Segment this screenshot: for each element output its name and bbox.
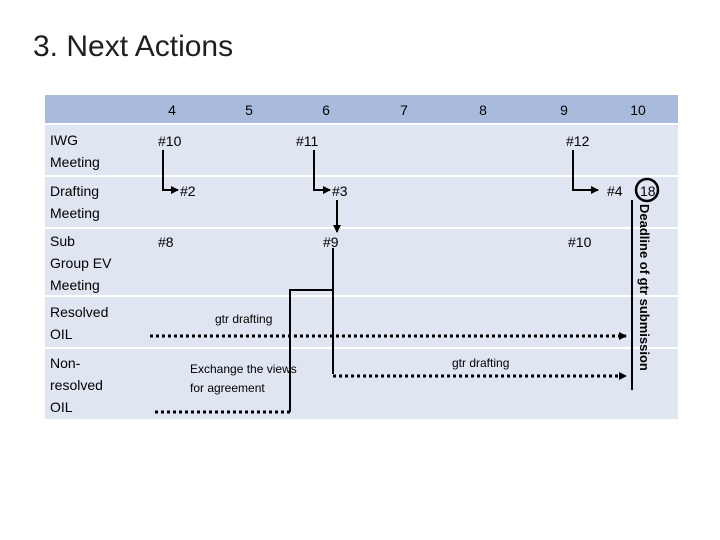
- column-header-5: 5: [245, 102, 253, 118]
- marker-iwg-10: #10: [158, 133, 182, 149]
- column-header-4: 4: [168, 102, 176, 118]
- page-title: 3. Next Actions: [33, 30, 234, 63]
- marker-draft-3: #3: [332, 183, 348, 199]
- table-row-subgroup: [45, 229, 678, 295]
- row-label-iwg: IWG Meeting: [50, 132, 100, 170]
- activity-exchange-views: Exchange the views for agreement: [190, 362, 297, 395]
- connector-10-to-2: [162, 150, 179, 194]
- marker-draft-2: #2: [180, 183, 196, 199]
- row-label-nonresolved: Non- resolved OIL: [50, 355, 103, 415]
- exchange-views-connector: [289, 289, 333, 412]
- marker-sub-9: #9: [323, 234, 339, 250]
- marker-sub-10: #10: [568, 234, 592, 250]
- activity-gtr-drafting-nonresolved: gtr drafting: [452, 356, 510, 370]
- activity-gtr-drafting-resolved: gtr drafting: [215, 312, 273, 326]
- deadline-day: 18: [640, 183, 656, 199]
- table-row-resolved: [45, 297, 678, 347]
- marker-iwg-12: #12: [566, 133, 590, 149]
- connector-11-to-3: [313, 150, 331, 194]
- table-row-nonresolved: [45, 349, 678, 419]
- column-header-9: 9: [560, 102, 568, 118]
- deadline-circle: [634, 177, 660, 203]
- deadline-label: Deadline of gtr submission: [637, 204, 652, 371]
- marker-iwg-11: #11: [296, 133, 319, 149]
- column-header-6: 6: [322, 102, 330, 118]
- table-header-row: [45, 95, 678, 123]
- column-header-8: 8: [479, 102, 487, 118]
- column-header-10: 10: [630, 102, 646, 118]
- connector-12-to-4: [572, 150, 599, 194]
- row-label-drafting: Drafting Meeting: [50, 183, 100, 221]
- marker-draft-4: #4: [607, 183, 623, 199]
- row-label-resolved: Resolved OIL: [50, 304, 109, 342]
- row-label-subgroup: Sub Group EV Meeting: [50, 233, 112, 293]
- column-header-7: 7: [400, 102, 408, 118]
- marker-sub-8: #8: [158, 234, 174, 250]
